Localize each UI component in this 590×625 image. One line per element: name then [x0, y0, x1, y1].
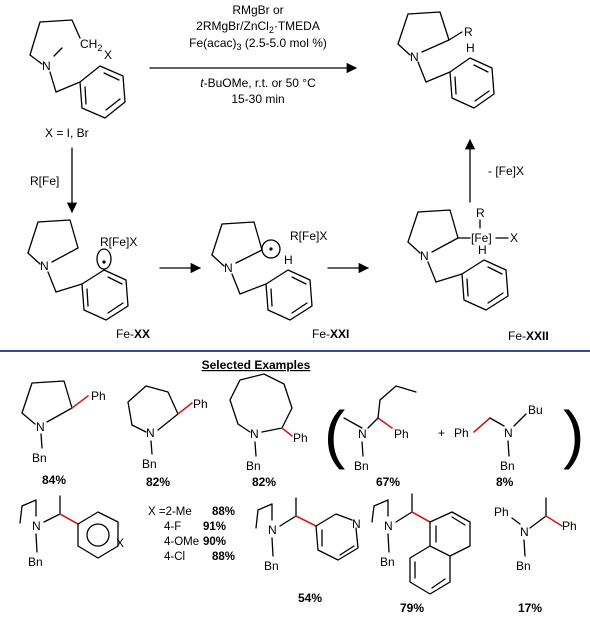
variant-1-label: X =2-Me	[148, 506, 192, 518]
svg-text:Bn: Bn	[516, 559, 531, 573]
example-8: Ph N Ph Bn 17%	[494, 497, 577, 615]
fe-xxi-n: N	[224, 261, 233, 275]
product-n: N	[410, 50, 419, 64]
svg-text:Ph: Ph	[394, 427, 409, 441]
reactant-ch2: CH2	[80, 37, 102, 53]
step-arrow: R[Fe]	[30, 147, 78, 214]
svg-text:Ph: Ph	[293, 431, 308, 445]
variant-3-label: 4-OMe	[164, 536, 199, 548]
example-7: N Bn 79%	[371, 493, 471, 615]
svg-text:Ph: Ph	[562, 519, 577, 533]
fe-xxii-fe: [Fe]	[471, 231, 492, 245]
svg-text:Ph: Ph	[91, 389, 106, 403]
fe-xxii-label: Fe-XXII	[508, 329, 549, 343]
variant-4-label: 4-Cl	[164, 551, 185, 563]
fe-xx-n: N	[40, 259, 49, 273]
fe-xxi-label: Fe-XXI	[312, 327, 349, 341]
elimination-arrow: - [Fe]X	[464, 138, 524, 203]
svg-text:N: N	[520, 525, 529, 539]
intermediate-fe-xx: N R[Fe]X Fe-XX	[27, 219, 150, 341]
fe-xxii-h: H	[478, 243, 487, 257]
svg-text:X: X	[116, 536, 124, 550]
yield-2: 82%	[146, 475, 170, 489]
yield-1: 84%	[42, 473, 66, 487]
svg-text:N: N	[268, 523, 277, 537]
variant-2-yield: 91%	[203, 521, 226, 533]
svg-text:Ph: Ph	[193, 397, 208, 411]
fe-xxii-r: R	[476, 206, 485, 220]
svg-text:Bn: Bn	[354, 459, 369, 473]
example-5: N X Bn X =2-Me 88% 4-F 91% 4-OMe 90% 4-C…	[19, 495, 235, 569]
variant-2-label: 4-F	[164, 521, 181, 533]
example-4a: N Ph Bn 67%	[343, 385, 417, 489]
right-parenthesis: )	[563, 398, 584, 470]
reactant-n: N	[42, 59, 51, 73]
fe-xxii-n: N	[420, 249, 429, 263]
halide-note: X = I, Br	[45, 126, 89, 140]
condition-line-2: 2RMgBr/ZnCl2·TMEDA	[196, 19, 320, 35]
step-arrow-label: R[Fe]	[30, 174, 59, 188]
svg-text:Bn: Bn	[264, 559, 279, 573]
svg-text:N: N	[250, 427, 259, 441]
svg-text:Ph: Ph	[494, 505, 509, 519]
fe-xx-reagent: R[Fe]X	[100, 235, 137, 249]
elimination-label: - [Fe]X	[488, 164, 524, 178]
svg-text:N: N	[36, 420, 45, 434]
yield-4b: 8%	[496, 475, 514, 489]
svg-text:Bn: Bn	[142, 457, 157, 471]
condition-line-3: Fe(acac)3 (2.5-5.0 mol %)	[189, 36, 327, 52]
yield-3: 82%	[252, 475, 276, 489]
fe-xxii-x: X	[510, 231, 518, 245]
example-2: Ph N Bn 82%	[127, 385, 208, 489]
variant-3-yield: 90%	[203, 536, 226, 548]
product-r: R	[464, 25, 473, 39]
intermediate-fe-xxi: N R[Fe]X H Fe-XXI	[211, 221, 349, 341]
fe-xxi-reagent: R[Fe]X	[290, 229, 327, 243]
examples-heading: Selected Examples	[202, 358, 311, 372]
svg-text:Bn: Bn	[380, 555, 395, 569]
intermediate-fe-xxii: N [Fe] R X H Fe-XXII	[407, 206, 549, 343]
product-h: H	[466, 41, 475, 55]
example-3: Ph N Bn 82%	[229, 373, 308, 489]
yield-7: 79%	[400, 601, 424, 615]
svg-text:N: N	[504, 426, 513, 440]
example-4b: Ph N Bu Bn 8%	[454, 403, 543, 489]
svg-text:N: N	[358, 427, 367, 441]
svg-text:N: N	[32, 519, 41, 533]
yield-4a: 67%	[376, 475, 400, 489]
condition-line-1: RMgBr or	[232, 3, 283, 17]
yield-8: 17%	[518, 601, 542, 615]
fe-xxi-h: H	[284, 253, 293, 267]
svg-text:Bn: Bn	[32, 451, 47, 465]
reaction-conditions: RMgBr or 2RMgBr/ZnCl2·TMEDA Fe(acac)3 (2…	[149, 3, 358, 106]
svg-text:N: N	[146, 426, 155, 440]
example-6: N N Bn 54%	[255, 497, 361, 605]
radical-circle	[261, 239, 281, 259]
example-1: Ph N Bn 84%	[21, 380, 106, 487]
variant-4-yield: 88%	[212, 551, 235, 563]
fe-xx-label: Fe-XX	[116, 327, 150, 341]
reactant-x: X	[104, 48, 112, 62]
svg-text:Bn: Bn	[246, 459, 261, 473]
condition-line-5: 15-30 min	[231, 92, 284, 106]
svg-text:N: N	[384, 519, 393, 533]
svg-text:Bn: Bn	[28, 555, 43, 569]
svg-text:Bn: Bn	[500, 459, 515, 473]
svg-text:Bu: Bu	[528, 403, 543, 417]
radical-orbital	[96, 248, 112, 270]
reactant-structure: N CH2 X X = I, Br	[29, 19, 126, 140]
variant-1-yield: 88%	[212, 506, 235, 518]
condition-line-4: t-BuOMe, r.t. or 50 °C	[200, 76, 316, 90]
svg-text:Ph: Ph	[454, 426, 469, 440]
left-parenthesis: (	[324, 398, 345, 470]
plus-sign: +	[438, 426, 445, 440]
yield-6: 54%	[298, 591, 322, 605]
product-structure: N R H	[397, 11, 495, 109]
svg-text:N: N	[352, 517, 361, 531]
